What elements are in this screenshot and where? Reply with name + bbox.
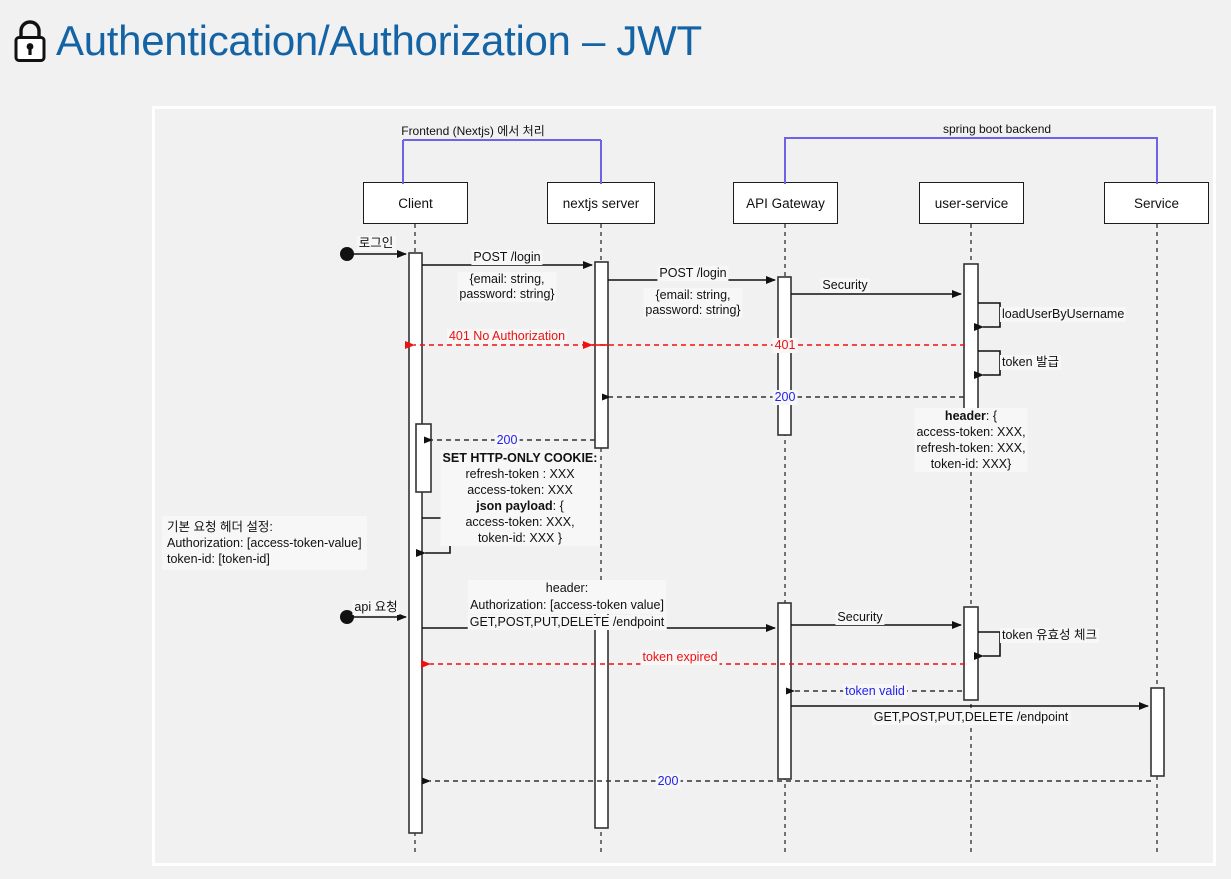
- participant-api-gateway[interactable]: API Gateway: [733, 182, 838, 224]
- message-m8-label: 200: [494, 433, 520, 448]
- message-m16-label: 200: [655, 774, 681, 789]
- participant-client[interactable]: Client: [363, 182, 468, 224]
- participant-service[interactable]: Service: [1104, 182, 1209, 224]
- participant-user-service[interactable]: user-service: [919, 182, 1024, 224]
- group-label-frontend: Frontend (Nextjs) 에서 처리: [397, 122, 549, 139]
- message-m8-sublabel: SET HTTP-ONLY COOKIE:refresh-token : XXX…: [440, 450, 600, 546]
- message-m3-label: Security: [820, 278, 870, 293]
- message-m2-label: POST /login: [657, 266, 729, 281]
- message-m13-label: token expired: [640, 650, 720, 665]
- message-m2-sublabel: {email: string, password: string}: [643, 288, 743, 318]
- message-m11-label: Security: [835, 610, 885, 625]
- group-label-backend: spring boot backend: [938, 122, 1056, 136]
- message-m10-sublabel: GET,POST,PUT,DELETE /endpoint: [467, 615, 667, 630]
- actor-label-login: 로그인: [356, 236, 396, 251]
- message-m10-label: header: Authorization: [access-token val…: [468, 580, 666, 614]
- participant-nextjs-server[interactable]: nextjs server: [547, 182, 655, 224]
- diagram-frame: [152, 106, 1216, 866]
- message-m7-sublabel: header: {access-token: XXX,refresh-token…: [914, 408, 1028, 472]
- message-m1-sublabel: {email: string, password: string}: [457, 272, 557, 302]
- actor-label-api-request: api 요청: [352, 600, 400, 615]
- message-m4-label: loadUserByUsername: [1000, 307, 1127, 322]
- lock-icon: [10, 18, 50, 64]
- message-m5-label: 401 No Authorization: [446, 329, 568, 344]
- message-m9-note: 기본 요청 헤더 설정: Authorization: [access-toke…: [162, 516, 367, 570]
- message-m6-label: token 발급: [1000, 355, 1062, 370]
- message-m7-label: 200: [772, 390, 798, 405]
- message-m5-midlabel: 401: [772, 338, 798, 353]
- page-title: Authentication/Authorization – JWT: [10, 10, 702, 72]
- message-m14-label: token valid: [843, 684, 907, 699]
- message-m12-label: token 유효성 체크: [1000, 628, 1100, 643]
- page-title-text: Authentication/Authorization – JWT: [56, 17, 702, 64]
- message-m1-label: POST /login: [471, 250, 543, 265]
- message-m15-label: GET,POST,PUT,DELETE /endpoint: [871, 710, 1071, 725]
